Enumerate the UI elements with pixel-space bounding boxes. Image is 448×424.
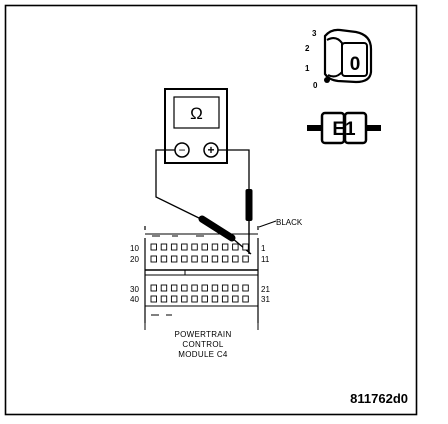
connector-cavity <box>170 255 178 263</box>
connector-cavity <box>170 284 178 292</box>
connector-cavity <box>181 295 188 303</box>
ohm-symbol: Ω <box>190 104 203 123</box>
caption-line-3: MODULE C4 <box>178 350 228 359</box>
connector-cavity <box>181 243 188 251</box>
connector-cavity <box>150 243 157 251</box>
pin-number-31: 31 <box>261 295 270 304</box>
pin-number-40: 40 <box>130 295 139 304</box>
pin-number-1: 1 <box>261 244 266 253</box>
connector-cavity <box>201 284 208 292</box>
connector-cavity <box>221 284 229 292</box>
disconnected-connector-icon: E1 <box>307 111 381 145</box>
key-position-0: 0 <box>313 81 318 90</box>
connector-cavity <box>181 255 188 263</box>
connector-cavity <box>191 243 198 251</box>
connector-cavity <box>150 295 157 303</box>
key-position-3: 3 <box>312 29 317 38</box>
connector-cavity <box>160 295 168 303</box>
negative-terminal-symbol: − <box>178 143 185 157</box>
negative-probe-icon <box>198 215 252 255</box>
wire-callout-line <box>258 220 277 228</box>
connector-cavity <box>201 255 208 263</box>
connector-cavity <box>221 295 229 303</box>
connector-cavity <box>242 295 249 303</box>
pin-number-21: 21 <box>261 285 270 294</box>
connector-cavity <box>242 284 249 292</box>
key-position-1: 1 <box>305 64 310 73</box>
ohmmeter-display <box>173 96 220 129</box>
ohmmeter: Ω − + <box>164 88 228 164</box>
connector-cavity <box>201 243 208 251</box>
connector-cavity <box>150 255 157 263</box>
pin-number-20: 20 <box>130 255 139 264</box>
diagram-border <box>4 4 418 416</box>
negative-test-lead <box>155 149 204 221</box>
connector-cavity <box>211 243 219 251</box>
connector-cavity <box>232 243 239 251</box>
connector-cavity <box>160 255 168 263</box>
connector-cavity <box>242 243 249 251</box>
connector-cavity <box>191 295 198 303</box>
connector-cavity <box>232 255 239 263</box>
connector-cavity <box>191 284 198 292</box>
wire-color-label: BLACK <box>276 218 303 227</box>
pin-number-11: 11 <box>261 255 270 264</box>
caption-line-2: CONTROL <box>182 340 223 349</box>
key-position-label: 0 <box>350 54 361 75</box>
connector-cavity <box>150 284 157 292</box>
connector-cavity <box>221 255 229 263</box>
connector-cavity <box>232 284 239 292</box>
positive-probe-icon <box>245 189 253 254</box>
connector-cavity <box>211 284 219 292</box>
connector-cavity <box>160 284 168 292</box>
connector-cavity <box>232 295 239 303</box>
connector-cavity <box>170 295 178 303</box>
connector-icon-label: E1 <box>332 119 356 140</box>
positive-test-lead <box>218 149 250 190</box>
figure-id: 811762d0 <box>350 391 408 406</box>
caption-line-1: POWERTRAIN <box>174 330 231 339</box>
connector-cavity <box>221 243 229 251</box>
connector-cavity <box>191 255 198 263</box>
ignition-key-icon: 0 <box>323 28 373 84</box>
positive-terminal-symbol: + <box>207 143 214 157</box>
connector-cavity <box>242 255 249 263</box>
connector-cavity <box>211 295 219 303</box>
connector-cavity <box>201 295 208 303</box>
pin-number-30: 30 <box>130 285 139 294</box>
connector-cavity <box>181 284 188 292</box>
connector-cavity <box>160 243 168 251</box>
key-position-2: 2 <box>305 44 310 53</box>
connector-cavities <box>150 235 249 316</box>
pin-number-10: 10 <box>130 244 139 253</box>
connector-cavity <box>170 243 178 251</box>
connector-cavity <box>211 255 219 263</box>
pcm-connector <box>144 226 259 330</box>
